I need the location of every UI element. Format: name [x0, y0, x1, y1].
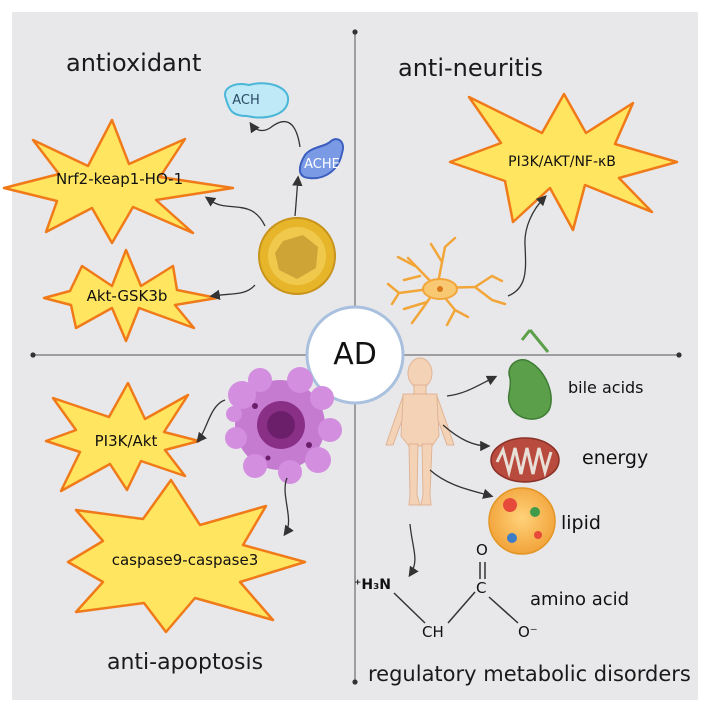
burst-caspase	[66, 478, 307, 634]
label-energy: energy	[582, 447, 649, 469]
lipid-droplet	[488, 487, 556, 555]
atom-carbonyl-oxygen: O	[476, 541, 488, 559]
arrow-cell-to-ache	[292, 175, 303, 217]
axis-dot-top	[352, 29, 358, 35]
center-circle	[305, 305, 405, 405]
amino-acid-bonds	[393, 562, 519, 624]
arrow-cell-to-caspase	[283, 477, 294, 537]
ache-bubble	[298, 138, 344, 180]
atom-amine: ⁺H₃N	[354, 577, 391, 593]
burst-pi3k-akt	[44, 381, 201, 493]
label-lipid: lipid	[561, 512, 601, 534]
arrow-neuron-to-pi3k	[507, 195, 547, 297]
neuron-illustration	[386, 236, 507, 327]
label-pi3k-nfkb: PI3K/AKT/NF-κB	[508, 154, 616, 170]
label-pi3k-akt: PI3K/Akt	[94, 432, 158, 450]
antioxidant-cell	[258, 217, 336, 295]
title-anti-neuritis: anti-neuritis	[398, 54, 543, 82]
center-label: AD	[333, 337, 377, 372]
title-antioxidant: antioxidant	[66, 49, 202, 77]
burst-akt	[42, 248, 219, 343]
arrow-cell-to-pi3k-akt	[196, 399, 226, 444]
arrow-to-amino	[408, 523, 419, 578]
arrow-ache-to-ach	[249, 120, 301, 148]
label-ach: ACH	[232, 93, 260, 108]
label-akt-gsk3b: Akt-GSK3b	[86, 287, 168, 305]
axis-dot-right	[676, 352, 682, 358]
gallbladder-illustration	[507, 329, 552, 420]
caption-metabolic-disorders: regulatory metabolic disorders	[368, 662, 691, 686]
axis-dot-left	[30, 352, 36, 358]
arrow-cell-to-akt	[209, 284, 256, 300]
axis-dot-bottom	[352, 679, 358, 685]
label-amino-acid: amino acid	[530, 589, 630, 610]
atom-carbonyl-carbon: C	[476, 579, 487, 597]
human-figure	[385, 357, 455, 506]
apoptotic-cell	[225, 367, 342, 484]
ach-bubble	[224, 82, 290, 119]
atom-alpha-carbon: CH	[422, 623, 444, 641]
burst-nrf2	[2, 118, 235, 245]
atom-carboxylate-oxygen: O⁻	[518, 623, 538, 641]
label-nrf2: Nrf2-keap1-HO-1	[56, 170, 184, 188]
arrow-to-bile	[446, 375, 498, 397]
mitochondria-illustration	[490, 437, 560, 483]
arrow-to-lipid	[429, 469, 494, 499]
arrow-to-energy	[442, 424, 491, 452]
label-ache: ACHE	[304, 157, 340, 172]
arrows	[196, 120, 547, 578]
arrow-cell-to-nrf2	[204, 196, 266, 227]
label-bile-acids: bile acids	[568, 378, 644, 397]
burst-pi3k-nfkb	[448, 92, 679, 232]
title-anti-apoptosis: anti-apoptosis	[107, 650, 264, 675]
label-caspase: caspase9-caspase3	[111, 551, 259, 569]
